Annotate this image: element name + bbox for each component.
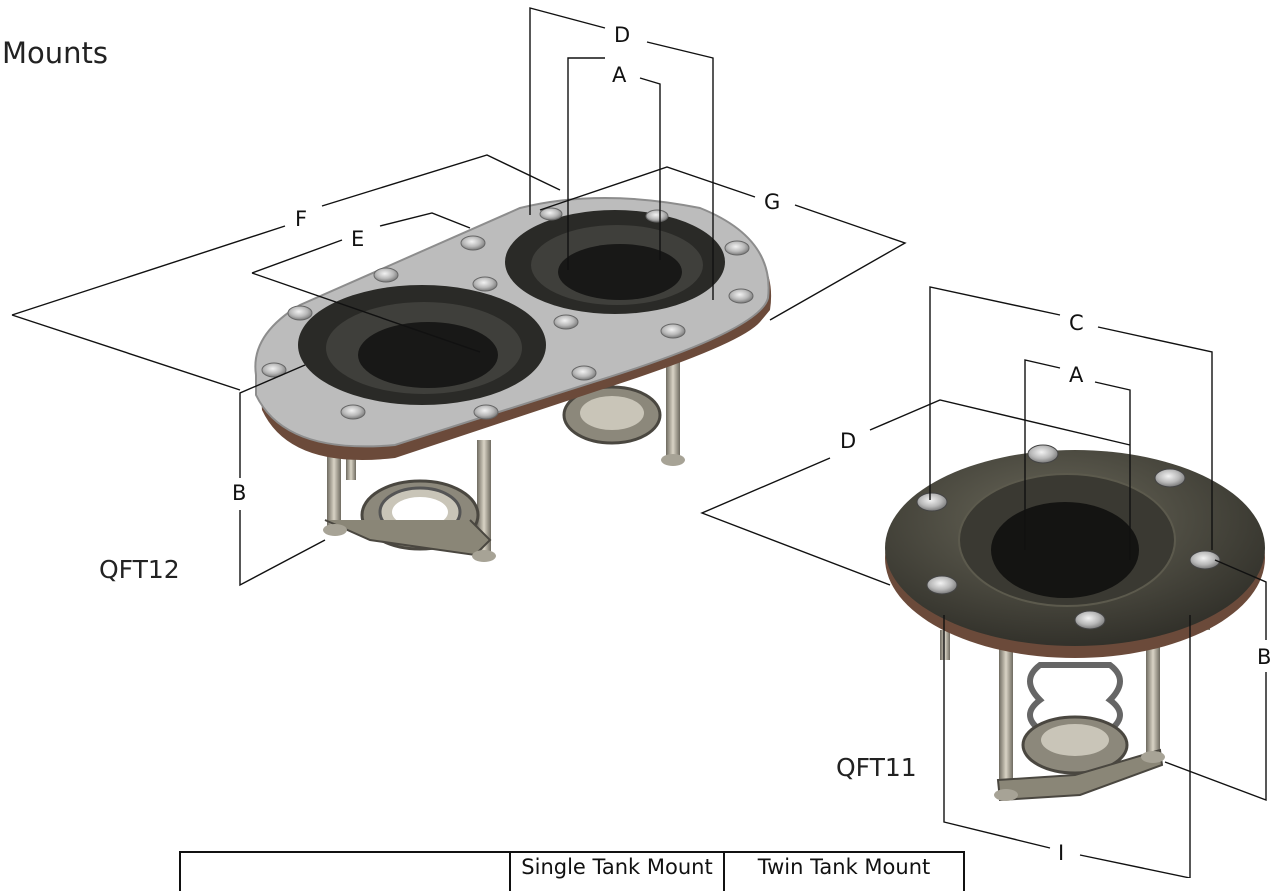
single-dimension-labels: C A D B I [840,311,1271,865]
twin-dimension-lines [11,7,907,587]
twin-mount-rods [323,360,685,562]
dim-label-twin-e: E [351,227,364,251]
single-tank-mount-drawing [885,444,1265,802]
twin-dimension-labels: D A F E G B [232,23,780,505]
twin-tank-mount-drawing [254,197,772,562]
table-header-single: Single Tank Mount [511,853,725,891]
single-dimension-lines [700,286,1267,878]
page-title: Mounts [2,36,109,70]
table-header-blank [181,853,511,891]
model-label-single: QFT11 [836,753,917,782]
dim-label-twin-d: D [614,23,630,47]
dim-label-single-a: A [1069,363,1084,387]
dim-label-twin-a: A [612,63,627,87]
dim-label-single-i: I [1058,841,1064,865]
twin-flange-right [505,210,725,314]
dim-label-single-b: B [1257,645,1271,669]
dim-label-twin-b: B [232,481,246,505]
single-flange-bolts [916,444,1221,630]
table-header-twin: Twin Tank Mount [757,855,931,879]
twin-flange-left [298,285,546,405]
dim-label-twin-g: G [764,190,780,214]
dim-label-single-c: C [1069,311,1084,335]
spec-table-header: Single Tank Mount Twin Tank Mount [179,851,965,891]
dim-label-single-d: D [840,429,856,453]
dim-label-twin-f: F [295,207,307,231]
model-label-twin: QFT12 [99,555,180,584]
twin-plate-bolts [261,207,754,420]
